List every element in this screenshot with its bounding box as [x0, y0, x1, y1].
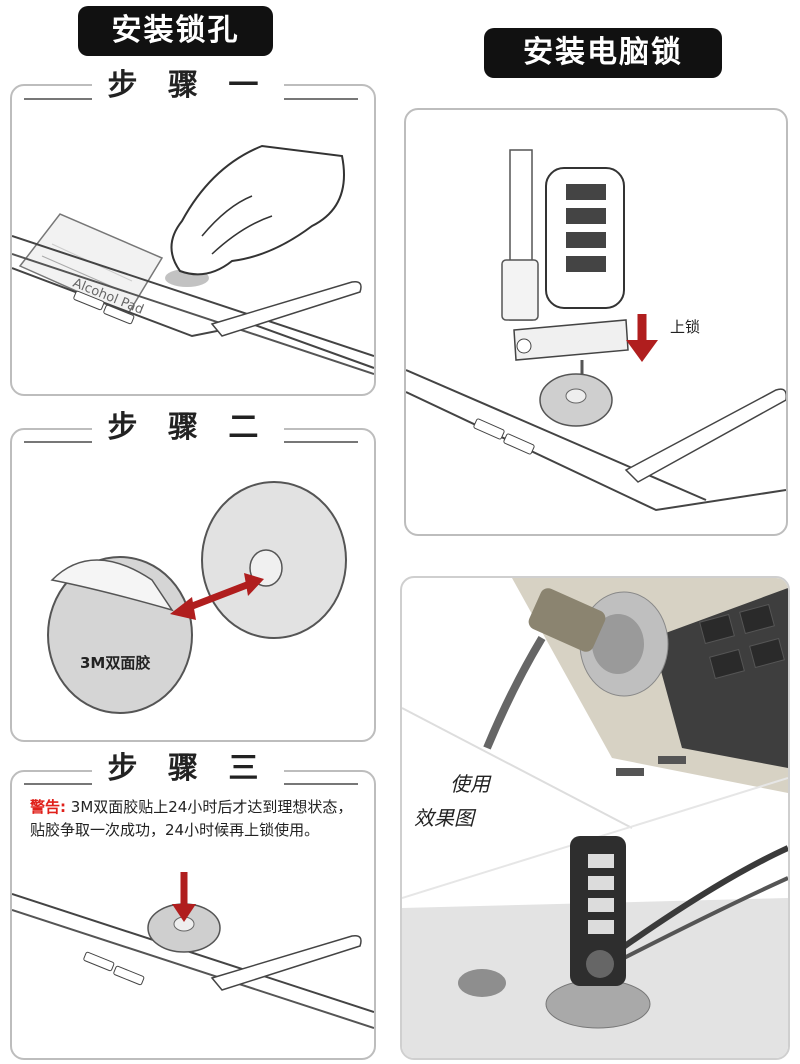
warning-prefix: 警告:	[30, 798, 66, 816]
usage-photo-panel: 使用 效果图	[400, 576, 790, 1060]
warning-text: 警告: 3M双面胶贴上24小时后才达到理想状态，贴胶争取一次成功，24小时候再上…	[30, 796, 360, 842]
step2-label: 步 骤 二	[92, 408, 284, 448]
step2-panel: 3M双面胶	[10, 428, 376, 742]
lock-install-illustration	[406, 149, 786, 512]
lock-install-panel: 上锁	[404, 108, 788, 536]
step1-illustration: Alcohol Pad	[12, 144, 374, 375]
left-header: 安装锁孔	[78, 6, 273, 56]
adhesive-label: 3M双面胶	[80, 654, 151, 672]
step3-panel: 警告: 3M双面胶贴上24小时后才达到理想状态，贴胶争取一次成功，24小时候再上…	[10, 770, 376, 1060]
step1-label: 步 骤 一	[92, 66, 284, 106]
lock-arrow-label: 上锁	[670, 318, 701, 336]
step3-illustration	[12, 872, 374, 1029]
step1-panel: Alcohol Pad	[10, 84, 376, 396]
step3-label: 步 骤 三	[92, 749, 284, 789]
step2-illustration	[47, 481, 347, 714]
right-header: 安装电脑锁	[484, 28, 722, 78]
usage-photo	[402, 578, 788, 1058]
usage-caption-line1: 使用	[450, 772, 490, 796]
usage-caption-line2: 效果图	[414, 806, 474, 830]
warning-body: 3M双面胶贴上24小时后才达到理想状态，贴胶争取一次成功，24小时候再上锁使用。	[30, 798, 353, 839]
